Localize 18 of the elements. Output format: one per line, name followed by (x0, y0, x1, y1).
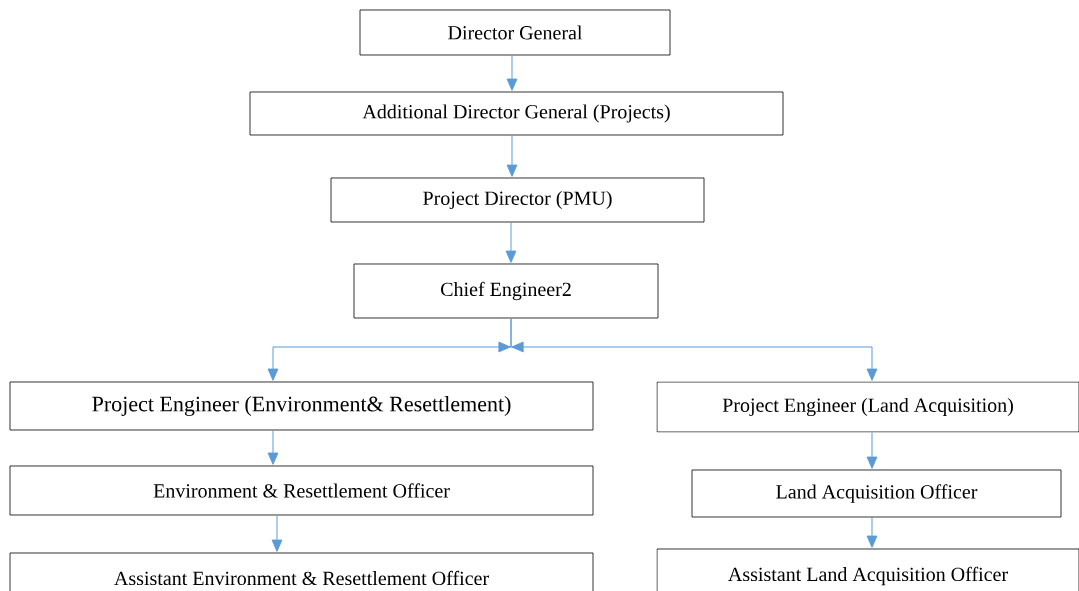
org-box: Environment & Resettlement Officer (9, 465, 594, 516)
arrow (505, 221, 517, 263)
org-box: Assistant Land Acquisition Officer (656, 548, 1079, 591)
org-box: Assistant Environment & Resettlement Officer (9, 552, 594, 591)
arrow (271, 514, 283, 552)
org-box: Land Acquisition Officer (691, 469, 1062, 518)
org-box: Project Director (PMU) (330, 177, 705, 223)
org-box: Director General (359, 9, 671, 56)
org-box: Additional Director General (Projects) (249, 91, 784, 136)
arrow (866, 516, 878, 548)
arrow (498, 317, 878, 381)
org-box: Chief Engineer2 (353, 263, 659, 319)
arrow (866, 431, 878, 469)
arrow (267, 429, 279, 465)
org-box: Project Engineer (Land Acquisition) (656, 381, 1079, 433)
arrow (506, 54, 518, 91)
org-box: Project Engineer (Environment& Resettlement) (9, 381, 594, 431)
arrow (506, 134, 518, 177)
